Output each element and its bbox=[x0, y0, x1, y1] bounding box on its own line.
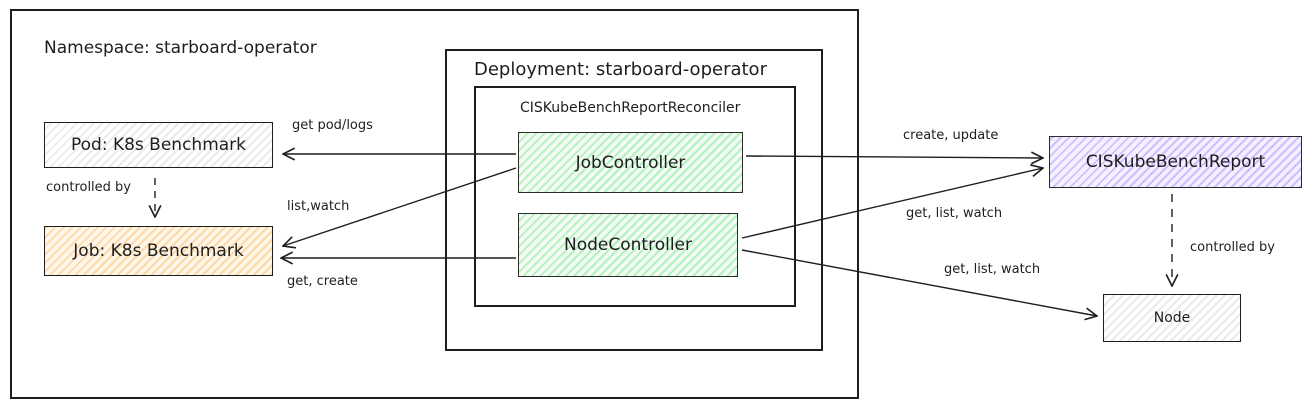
label-get-create: get, create bbox=[287, 274, 358, 289]
job-node-label: Job: K8s Benchmark bbox=[73, 241, 244, 261]
label-get-pod-logs: get pod/logs bbox=[292, 118, 373, 133]
job-controller-node: JobController bbox=[518, 132, 743, 193]
node-controller-node: NodeController bbox=[518, 213, 738, 277]
label-create-update: create, update bbox=[903, 128, 999, 143]
job-node: Job: K8s Benchmark bbox=[44, 226, 273, 276]
node-node-label: Node bbox=[1153, 310, 1191, 326]
deployment-title: Deployment: starboard-operator bbox=[474, 59, 767, 80]
label-controlled-by-left: controlled by bbox=[46, 180, 132, 195]
reconciler-title: CISKubeBenchReportReconciler bbox=[520, 100, 741, 116]
label-get-list-watch-report: get, list, watch bbox=[906, 206, 1003, 221]
label-get-list-watch-node: get, list, watch bbox=[944, 262, 1041, 277]
node-node: Node bbox=[1103, 294, 1241, 342]
pod-node: Pod: K8s Benchmark bbox=[44, 122, 273, 168]
report-node-label: CISKubeBenchReport bbox=[1085, 152, 1266, 172]
label-controlled-by-right: controlled by bbox=[1190, 240, 1276, 255]
pod-node-label: Pod: K8s Benchmark bbox=[70, 135, 247, 155]
label-list-watch: list,watch bbox=[287, 199, 350, 214]
node-controller-label: NodeController bbox=[564, 235, 692, 255]
namespace-title: Namespace: starboard-operator bbox=[44, 38, 317, 58]
report-node: CISKubeBenchReport bbox=[1049, 136, 1302, 188]
job-controller-label: JobController bbox=[575, 152, 686, 173]
